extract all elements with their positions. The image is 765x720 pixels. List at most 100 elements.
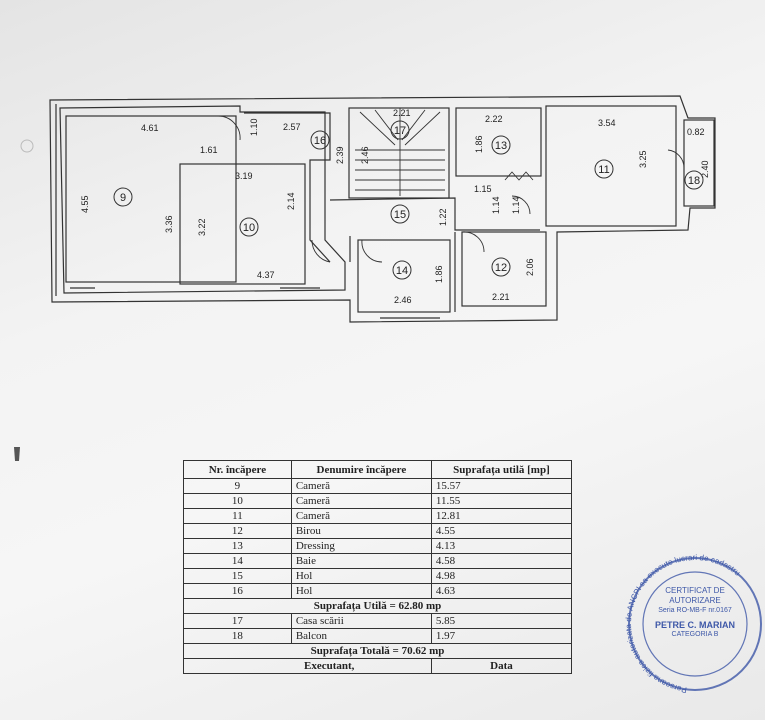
stamp-title: CERTIFICAT DE AUTORIZARE — [665, 586, 725, 605]
cell-area: 15.57 — [430, 478, 573, 494]
cell-name: Balcon — [290, 628, 432, 644]
cell-number: 13 — [183, 538, 292, 554]
cell-name: Hol — [290, 568, 432, 584]
dim-1-14-a: 1.14 — [491, 196, 501, 214]
header-useful-area: Suprafața utilă [mp] — [430, 460, 573, 479]
room-number-10: 10 — [243, 222, 255, 234]
outer-walls — [49, 95, 716, 323]
dim-2-46-stair: 2.46 — [360, 146, 370, 164]
room-11-outline — [545, 105, 677, 227]
cell-name: Casa scării — [290, 613, 432, 629]
cell-area: 11.55 — [430, 493, 573, 509]
grand-total: Suprafața Totală = 70.62 mp — [183, 643, 572, 659]
room-circles — [113, 120, 704, 280]
cell-name: Baie — [290, 553, 432, 569]
room-14-outline — [357, 239, 451, 313]
dim-0-82: 0.82 — [687, 127, 705, 137]
room-number-13: 13 — [495, 140, 507, 152]
cell-area: 4.55 — [430, 523, 573, 539]
executor-label: Executant, — [183, 658, 432, 674]
room-number-18: 18 — [688, 175, 700, 187]
dim-3-22: 3.22 — [197, 218, 207, 236]
header-room-name: Denumire încăpere — [290, 460, 432, 479]
stair-treads — [355, 108, 445, 196]
table-row: 18 Balcon 1.97 — [183, 628, 573, 644]
table-row: 17 Casa scării 5.85 — [183, 613, 573, 629]
useful-total-row: Suprafața Utilă = 62.80 mp — [183, 598, 572, 614]
table-row: 11 Cameră 12.81 — [183, 508, 573, 524]
cell-area: 4.98 — [430, 568, 573, 584]
stamp-category: CATEGORIA B — [671, 631, 719, 638]
cell-number: 14 — [183, 553, 292, 569]
room-13-outline — [455, 107, 542, 177]
dim-2-39: 2.39 — [335, 146, 345, 164]
dim-1-22: 1.22 — [438, 208, 448, 226]
room-number-15: 15 — [394, 209, 406, 221]
room-12-outline — [461, 231, 547, 307]
door-swings — [217, 115, 685, 263]
executor-row: Executant, Data — [183, 658, 573, 674]
dim-2-57: 2.57 — [283, 122, 301, 132]
cell-name: Birou — [290, 523, 432, 539]
dim-2-06: 2.06 — [525, 258, 535, 276]
room-10-outline — [179, 163, 306, 285]
cell-name: Cameră — [290, 508, 432, 524]
floor-plan: 4.61 1.61 1.10 2.57 2.39 2.21 2.46 2.22 … — [20, 95, 716, 323]
room-18-outline — [683, 119, 715, 207]
dim-2-21-stair: 2.21 — [393, 108, 411, 118]
table-header-row: Nr. încăpere Denumire încăpere Suprafața… — [183, 460, 573, 479]
authorization-stamp: Persoana fizica autorizata de ANCPI sa e… — [625, 553, 762, 694]
cell-area: 4.58 — [430, 553, 573, 569]
dim-3-19: 3.19 — [235, 171, 253, 181]
dim-3-36: 3.36 — [164, 215, 174, 233]
table-row: 16 Hol 4.63 — [183, 583, 573, 599]
dim-2-22: 2.22 — [485, 114, 503, 124]
cell-name: Hol — [290, 583, 432, 599]
dim-4-61: 4.61 — [141, 123, 159, 133]
dim-1-10: 1.10 — [249, 118, 259, 136]
dim-1-15: 1.15 — [474, 184, 492, 194]
table-row: 12 Birou 4.55 — [183, 523, 573, 539]
cell-area: 4.63 — [430, 583, 573, 599]
table-row: 14 Baie 4.58 — [183, 553, 573, 569]
cell-number: 12 — [183, 523, 292, 539]
room-number-11: 11 — [598, 164, 609, 176]
dim-4-55: 4.55 — [80, 195, 90, 213]
dim-1-61: 1.61 — [200, 145, 218, 155]
table-row: 13 Dressing 4.13 — [183, 538, 573, 554]
stamp-name: PETRE C. MARIAN — [654, 620, 735, 630]
table-row: 15 Hol 4.98 — [183, 568, 573, 584]
dim-1-14-b: 1.14 — [511, 196, 521, 214]
cell-number: 11 — [183, 508, 292, 524]
dim-3-54: 3.54 — [598, 118, 616, 128]
dim-1-86-13: 1.86 — [474, 135, 484, 153]
room-number-14: 14 — [396, 265, 408, 277]
cell-number: 9 — [183, 478, 292, 494]
room-number-16: 16 — [314, 135, 326, 147]
cell-number: 18 — [183, 628, 292, 644]
table-row: 10 Cameră 11.55 — [183, 493, 573, 509]
cell-area: 1.97 — [430, 628, 573, 644]
grand-total-row: Suprafața Totală = 70.62 mp — [183, 643, 572, 659]
cell-area: 4.13 — [430, 538, 573, 554]
date-label: Data — [430, 658, 573, 674]
room-number-9: 9 — [120, 192, 126, 204]
cell-area: 12.81 — [430, 508, 573, 524]
useful-total: Suprafața Utilă = 62.80 mp — [183, 598, 572, 614]
dim-2-40: 2.40 — [700, 160, 710, 178]
dim-1-86-14: 1.86 — [434, 265, 444, 283]
cell-number: 17 — [183, 613, 292, 629]
dimension-labels: 4.61 1.61 1.10 2.57 2.39 2.21 2.46 2.22 … — [80, 108, 710, 305]
stamp-series: Seria RO-MB-F nr.0167 — [658, 607, 732, 614]
room-number-17: 17 — [394, 125, 406, 137]
room-9-outline — [65, 115, 237, 283]
room-areas-table: Nr. încăpere Denumire încăpere Suprafața… — [183, 460, 573, 674]
cell-number: 15 — [183, 568, 292, 584]
cell-name: Cameră — [290, 478, 432, 494]
room-number-12: 12 — [495, 262, 507, 274]
cell-name: Dressing — [290, 538, 432, 554]
room-numbers: 9 10 11 12 13 14 15 16 17 18 — [120, 125, 700, 277]
table-row: 9 Cameră 15.57 — [183, 478, 573, 494]
binder-hole — [20, 139, 34, 153]
